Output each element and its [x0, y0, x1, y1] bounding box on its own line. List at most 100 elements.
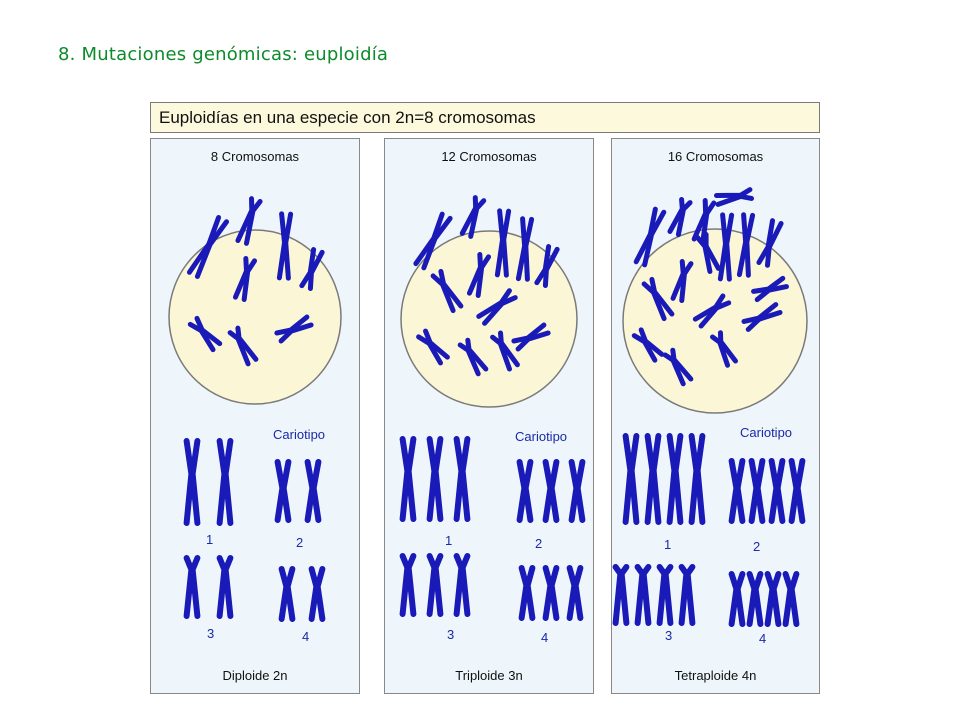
- chromosome: [670, 258, 694, 304]
- chromosome: [644, 433, 662, 525]
- chromosome: [183, 438, 201, 526]
- chromosome: [426, 436, 444, 522]
- group-number-4: 4: [302, 629, 310, 644]
- chromosome: [232, 256, 258, 302]
- group-number-1: 1: [206, 532, 214, 547]
- chromosome: [511, 322, 551, 352]
- chromosome: [235, 196, 263, 246]
- chromosome: [710, 330, 738, 368]
- chromosome: [216, 555, 234, 619]
- chromosome: [612, 564, 630, 626]
- chromosome: [751, 275, 789, 303]
- group-number-1: 1: [445, 533, 453, 548]
- panel-tetraploid: 16 Cromosomas Cariotipo 1 2 3 4 Tetraplo…: [611, 138, 820, 694]
- chromosome: [756, 218, 784, 268]
- chromosome: [274, 459, 292, 523]
- chromosome: [764, 571, 782, 627]
- chromosome: [542, 459, 560, 523]
- panel-tetraploid-drawing: [612, 187, 808, 627]
- chromosome: [788, 458, 806, 524]
- panel-diploid-drawing: [168, 196, 342, 622]
- chromosome: [695, 232, 721, 274]
- ploidy-label: Tetraploide 4n: [674, 668, 757, 683]
- chromosome: [186, 215, 230, 279]
- chromosome: [768, 458, 786, 524]
- chromosome: [534, 244, 560, 288]
- chromosome: [453, 553, 471, 617]
- chromosome: [746, 571, 764, 627]
- chromosome: [633, 206, 667, 268]
- diagram-header: Euploidías en una especie con 2n=8 cromo…: [150, 102, 820, 133]
- chromosome: [736, 212, 756, 278]
- karyotype-label: Cariotipo: [273, 427, 326, 442]
- chromosome: [413, 211, 453, 271]
- chromosome: [631, 327, 665, 363]
- chromosome: [667, 196, 693, 238]
- chromosome: [490, 330, 520, 372]
- chromosome: [542, 565, 560, 621]
- group-number-4: 4: [541, 630, 549, 645]
- chromosome: [304, 459, 322, 523]
- chromosome: [713, 187, 755, 207]
- chromosome: [566, 565, 584, 621]
- chromosome: [741, 302, 783, 332]
- chromosome: [678, 564, 696, 626]
- group-number-4: 4: [759, 631, 767, 646]
- chromosome: [457, 337, 489, 377]
- cell-nucleus: [168, 229, 342, 405]
- chromosome: [476, 288, 518, 326]
- panel-triploid: 12 Cromosomas Cariotipo 1 2 3 4 Triploid…: [384, 138, 594, 694]
- chromosome: [494, 208, 512, 278]
- slide-title: 8. Mutaciones genómicas: euploidía: [58, 44, 389, 65]
- chromosome: [308, 566, 326, 622]
- chromosome: [656, 564, 674, 626]
- cell-nucleus: [622, 228, 808, 414]
- panel-diploid: 8 Cromosomas Cariotipo 1 2 3 4 Diploide …: [150, 138, 360, 694]
- chromosome: [399, 553, 417, 617]
- diagram-header-text: Euploidías en una especie con 2n=8 cromo…: [159, 107, 536, 127]
- group-number-3: 3: [207, 626, 215, 641]
- group-number-3: 3: [447, 627, 455, 642]
- chromosome: [459, 195, 487, 239]
- karyotype-label: Cariotipo: [740, 425, 793, 440]
- group-number-1: 1: [664, 537, 672, 552]
- chromosome: [183, 555, 201, 619]
- chromosome: [666, 433, 684, 525]
- chromosome: [568, 459, 586, 523]
- chromosome: [728, 458, 746, 524]
- chromosome: [691, 198, 717, 244]
- karyotype-label: Cariotipo: [515, 429, 568, 444]
- chromosome: [516, 459, 534, 523]
- chromosome: [748, 458, 766, 524]
- ploidy-label: Diploide 2n: [222, 668, 288, 683]
- chromosome: [466, 252, 492, 298]
- chromosome: [274, 314, 314, 344]
- group-number-2: 2: [753, 539, 761, 554]
- chromosome: [299, 247, 325, 291]
- panel-triploid-drawing: [399, 195, 586, 621]
- chromosome: [416, 328, 450, 366]
- chromosome: [276, 211, 294, 281]
- chromosome: [662, 347, 694, 387]
- group-number-3: 3: [665, 628, 673, 643]
- chromosome: [634, 564, 652, 626]
- chromosome-count-label: 8 Cromosomas: [210, 149, 300, 164]
- chromosome: [278, 566, 296, 622]
- chromosome: [216, 438, 234, 526]
- chromosome: [430, 268, 464, 314]
- chromosome: [692, 293, 732, 329]
- group-number-2: 2: [535, 536, 543, 551]
- chromosome: [641, 276, 675, 322]
- chromosome: [187, 315, 223, 353]
- chromosome: [728, 571, 746, 627]
- chromosome: [622, 433, 640, 525]
- chromosome-count-label: 12 Cromosomas: [441, 149, 537, 164]
- ploidy-label: Triploide 3n: [455, 668, 523, 683]
- chromosome-count-label: 16 Cromosomas: [667, 149, 764, 164]
- chromosome: [782, 571, 800, 627]
- chromosome: [227, 325, 259, 367]
- chromosome: [688, 433, 706, 525]
- chromosome: [453, 436, 471, 522]
- chromosome: [426, 553, 444, 617]
- group-number-2: 2: [296, 535, 304, 550]
